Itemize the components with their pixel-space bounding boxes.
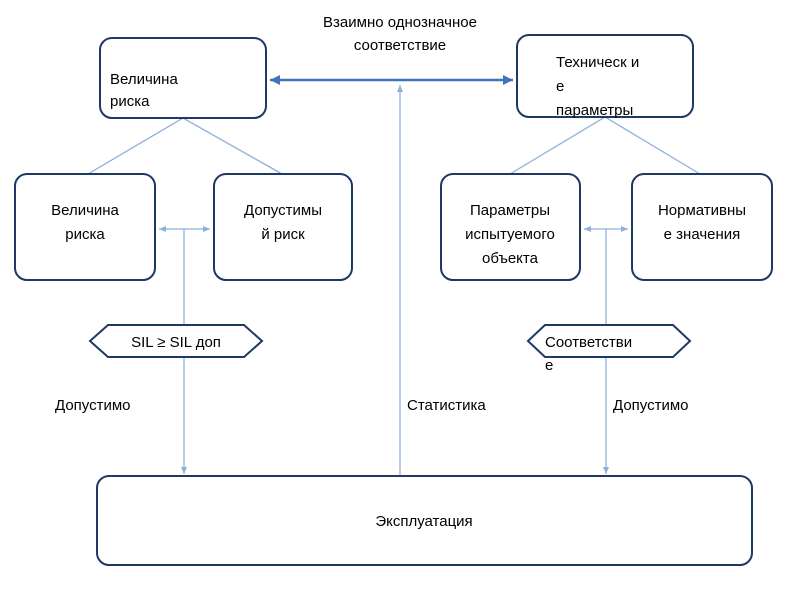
operation-box: Эксплуатация (96, 475, 753, 566)
conformity-line-2: е (545, 357, 553, 374)
risk-allowed-line-2: й риск (261, 226, 305, 243)
title-line-2: соответствие (354, 37, 446, 54)
params-object-line-2: испытуемого (465, 226, 555, 243)
params-object-line-1: Параметры (470, 202, 550, 219)
sil-condition-hexagon: SIL ≥ SIL доп (88, 324, 264, 358)
tech-top-line-2: е (556, 78, 564, 95)
tech-top-line-1: Техническ и (556, 54, 639, 71)
statistics-label: Статистика (407, 397, 486, 414)
sil-condition-text: SIL ≥ SIL доп (131, 334, 221, 351)
operation-text: Эксплуатация (375, 513, 472, 530)
risk-value-line-1: Величина (51, 202, 119, 219)
title-line-1: Взаимно однозначное (323, 14, 477, 31)
tech-top-line-3: параметры (556, 102, 633, 119)
tech-top-box: Техническ и е параметры (516, 34, 694, 119)
conformity-hexagon: Соответстви е (526, 324, 692, 374)
params-object-line-3: объекта (482, 250, 539, 267)
params-object-box: Параметры испытуемого объекта (440, 173, 581, 281)
normative-box: Нормативны е значения (631, 173, 773, 281)
left-allowed-label: Допустимо (55, 397, 131, 414)
normative-line-1: Нормативны (658, 202, 746, 219)
conformity-line-1: Соответстви (545, 334, 632, 351)
risk-value-line-2: риска (65, 226, 105, 243)
risk-tree-lines (87, 117, 283, 175)
tech-tree-lines (509, 116, 701, 175)
risk-top-line-1: Величина (110, 71, 178, 88)
risk-top-line-2: риска (110, 93, 150, 110)
normative-line-2: е значения (664, 226, 741, 243)
risk-allowed-box: Допустимы й риск (213, 173, 353, 281)
risk-allowed-line-1: Допустимы (244, 202, 322, 219)
right-allowed-label: Допустимо (613, 397, 689, 414)
risk-top-box: Величина риска (99, 37, 267, 119)
risk-value-box: Величина риска (14, 173, 156, 281)
